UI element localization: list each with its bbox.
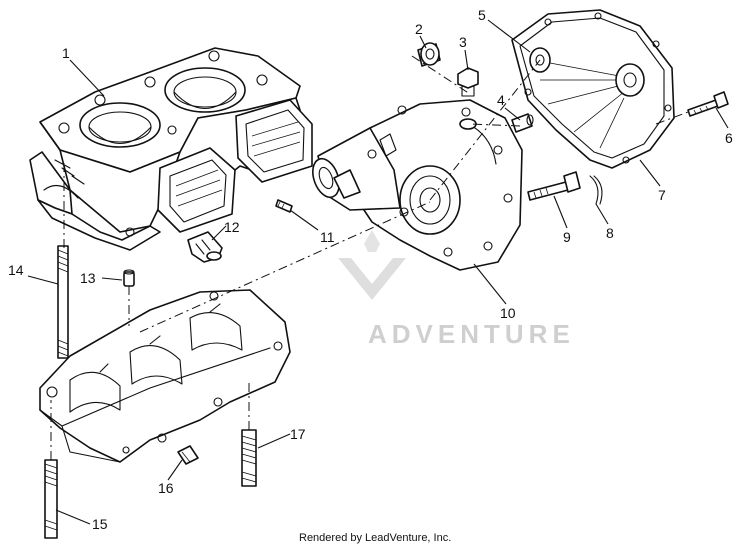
callout-6: 6 bbox=[725, 130, 733, 146]
dowel-13 bbox=[123, 269, 135, 287]
leader-lines bbox=[27, 19, 729, 525]
callout-7: 7 bbox=[658, 187, 666, 203]
callout-9: 9 bbox=[563, 229, 571, 245]
callout-3: 3 bbox=[459, 34, 467, 50]
fitting-12 bbox=[187, 231, 223, 263]
bolt-9 bbox=[527, 171, 581, 201]
rotary-housing-10 bbox=[312, 99, 523, 271]
stud-15 bbox=[44, 459, 58, 539]
reed-valve-right bbox=[235, 99, 313, 183]
callout-8: 8 bbox=[606, 225, 614, 241]
footer-credit: Rendered by LeadVenture, Inc. bbox=[299, 532, 451, 544]
assembly-lines bbox=[50, 55, 689, 460]
callout-12: 12 bbox=[224, 219, 240, 235]
dowel-4 bbox=[511, 113, 534, 133]
callout-1: 1 bbox=[62, 45, 70, 61]
stud-14 bbox=[57, 245, 69, 359]
callout-5: 5 bbox=[478, 7, 486, 23]
callout-10: 10 bbox=[500, 305, 516, 321]
reed-valve-left bbox=[157, 147, 236, 233]
rotary-cover-7 bbox=[511, 9, 675, 169]
callout-11: 11 bbox=[320, 229, 335, 245]
callout-4: 4 bbox=[497, 92, 505, 108]
callout-14: 14 bbox=[8, 262, 24, 278]
bolt-6 bbox=[687, 91, 729, 117]
leadventure-watermark: ADVENTURE bbox=[338, 230, 575, 349]
callout-15: 15 bbox=[92, 516, 108, 532]
bushing-2 bbox=[417, 42, 441, 67]
watermark-text: ADVENTURE bbox=[368, 319, 575, 349]
callout-17: 17 bbox=[290, 426, 306, 442]
fitting-16 bbox=[177, 445, 199, 465]
o-ring-8 bbox=[589, 175, 603, 205]
watermark-logo-icon bbox=[338, 258, 406, 300]
callout-2: 2 bbox=[415, 21, 423, 37]
callout-16: 16 bbox=[158, 480, 174, 496]
callout-13: 13 bbox=[80, 270, 96, 286]
callout-labels: 1 2 3 4 5 6 7 8 9 10 11 12 13 14 15 16 1… bbox=[8, 7, 733, 532]
stud-17 bbox=[241, 429, 257, 487]
pin-11 bbox=[275, 199, 293, 213]
